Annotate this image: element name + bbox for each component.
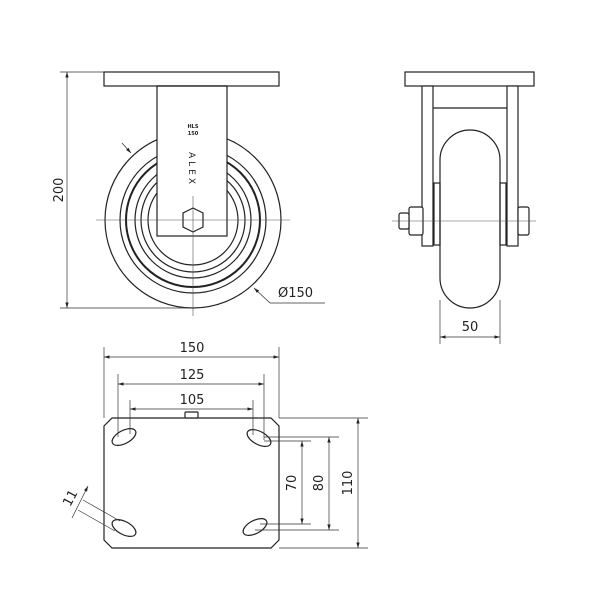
hole-spacing-125: 125 — [180, 368, 205, 383]
side-top-plate — [404, 71, 535, 87]
diameter-dimension: Ø150 — [278, 286, 313, 301]
width-dimension: 50 — [462, 320, 479, 335]
slot-width-dimension: 11 — [60, 488, 81, 510]
side-wheel — [439, 129, 501, 309]
plate-width-dimension: 150 — [180, 341, 205, 356]
slot-top-right — [246, 429, 272, 447]
fork-marking-1: HLS — [188, 124, 199, 130]
slot-bottom-left — [111, 519, 137, 537]
slot-bottom-right — [242, 518, 268, 536]
hole-spacing-70: 70 — [285, 475, 300, 492]
fork-leg-right — [506, 85, 519, 247]
fork-logo: ALEX — [186, 152, 196, 187]
plate-depth-dimension: 110 — [341, 471, 356, 496]
hole-spacing-105: 105 — [180, 393, 205, 408]
base-plate — [103, 417, 280, 549]
top-plate — [103, 71, 280, 87]
fork-leg-left — [421, 85, 434, 247]
fork-marking-2: 150 — [188, 131, 199, 137]
hole-spacing-80: 80 — [312, 475, 327, 492]
slot-top-left — [111, 428, 137, 446]
front-view: HLS 150 ALEX 200 Ø150 — [52, 71, 325, 316]
side-view: 50 — [392, 71, 536, 344]
plate-tab — [184, 411, 199, 419]
plate-view: 150 125 105 110 80 70 11 — [60, 341, 368, 549]
height-dimension: 200 — [52, 178, 67, 203]
